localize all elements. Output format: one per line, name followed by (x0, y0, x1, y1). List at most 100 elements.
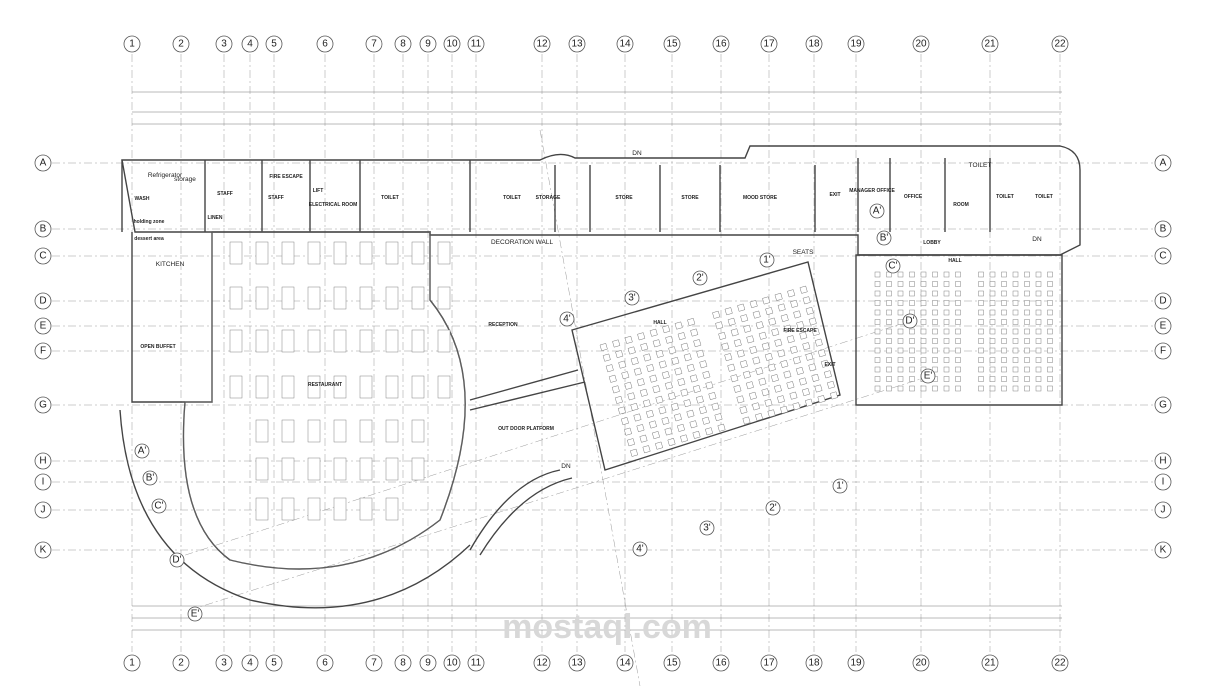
hall-seat (789, 345, 798, 354)
hall-seat (886, 328, 892, 335)
bubble-label: 5 (271, 39, 277, 50)
hall-seat (762, 296, 771, 305)
bubble-circle (172, 654, 190, 672)
dining-table (281, 375, 295, 399)
dining-table (229, 241, 243, 265)
bubble-circle (34, 473, 52, 491)
hall-seat (989, 385, 996, 392)
hall-seat (792, 402, 801, 411)
dining-table (333, 419, 347, 443)
hall-seat (1012, 309, 1019, 316)
bubble-circle (34, 541, 52, 559)
hall-seat (897, 366, 904, 373)
grid-bubble-col-1: 1 (123, 654, 141, 672)
hall-seat (811, 373, 820, 382)
hall-seat (978, 357, 984, 363)
hall-seat (897, 376, 904, 382)
bubble-circle (34, 317, 52, 335)
marker-label: 2' (769, 503, 777, 514)
grid-bubble-col-2: 2 (172, 654, 190, 672)
bubble-circle (1154, 452, 1172, 470)
hall-seat (677, 378, 686, 386)
dining-table (411, 375, 425, 399)
hall-seat (1047, 309, 1053, 316)
hall-seat (1001, 357, 1007, 363)
hall-seat (897, 319, 904, 325)
hall-seat (886, 319, 892, 325)
marker-label: 3' (628, 293, 636, 304)
hall-seat (978, 281, 984, 287)
bubble-circle (419, 654, 437, 672)
hall-seat (932, 271, 938, 278)
bubble-circle (568, 654, 586, 672)
hall-seat (909, 376, 915, 382)
hall-seat (1024, 366, 1030, 373)
hall-seat (1001, 376, 1007, 382)
bubble-label: 17 (763, 39, 775, 50)
hall-seat (730, 374, 739, 383)
hall-seat (943, 385, 950, 392)
hall-seat (955, 271, 961, 278)
hall-seat (715, 321, 724, 330)
hall-seat (617, 406, 626, 415)
hall-seat (1001, 309, 1007, 316)
hall-seat (932, 309, 938, 316)
bubble-label: I (1162, 477, 1165, 488)
wall-outline (855, 254, 1063, 406)
marker-circle (759, 252, 775, 268)
hall-seat (630, 448, 639, 457)
hall-seat (1047, 328, 1053, 335)
hall-seat (1047, 366, 1053, 373)
hall-seat (1012, 357, 1019, 363)
bubble-circle (34, 220, 52, 238)
hall-seat (1035, 309, 1042, 316)
hall-seat (758, 331, 767, 340)
room-label: HALL (653, 320, 666, 326)
bubble-circle (568, 35, 586, 53)
bubble-circle (419, 35, 437, 53)
hall-seat (599, 343, 608, 352)
hall-seat (721, 342, 730, 351)
hall-seat (630, 357, 639, 366)
dining-table (255, 286, 269, 310)
section-marker: 3' (699, 520, 715, 536)
dining-table (229, 375, 243, 399)
hall-seat (771, 328, 780, 337)
hall-seat (978, 271, 984, 278)
bubble-circle (467, 654, 485, 672)
grid-bubble-col-21: 21 (981, 654, 999, 672)
bubble-circle (1051, 35, 1069, 53)
bubble-circle (394, 654, 412, 672)
hall-seat (643, 353, 652, 362)
hall-seat (652, 339, 661, 348)
hall-seat (886, 385, 892, 392)
bubble-label: 5 (271, 658, 277, 669)
bubble-label: D (1159, 296, 1166, 307)
hall-seat (920, 281, 927, 287)
hall-seat (680, 434, 689, 443)
dining-table (333, 286, 347, 310)
hall-seat (767, 409, 776, 418)
hall-seat (817, 349, 826, 358)
hall-seat (786, 381, 795, 390)
hall-seat (689, 374, 698, 383)
bubble-label: J (1161, 505, 1166, 516)
bubble-circle (123, 654, 141, 672)
hall-seat (802, 296, 811, 305)
section-marker: B' (142, 470, 158, 486)
hall-seat (612, 339, 621, 348)
hall-seat (1047, 290, 1053, 297)
grid-bubble-col-15: 15 (663, 35, 681, 53)
hall-seat (708, 392, 717, 400)
grid-bubble-col-21: 21 (981, 35, 999, 53)
wall-outline (182, 231, 466, 570)
room-label: STAFF (217, 191, 233, 197)
bubble-label: F (40, 346, 46, 357)
bubble-label: 8 (400, 39, 406, 50)
dining-table (307, 375, 321, 399)
hall-seat (909, 385, 915, 392)
grid-bubble-row-F: F (1154, 342, 1172, 360)
bubble-circle (365, 654, 383, 672)
hall-seat (799, 285, 808, 294)
